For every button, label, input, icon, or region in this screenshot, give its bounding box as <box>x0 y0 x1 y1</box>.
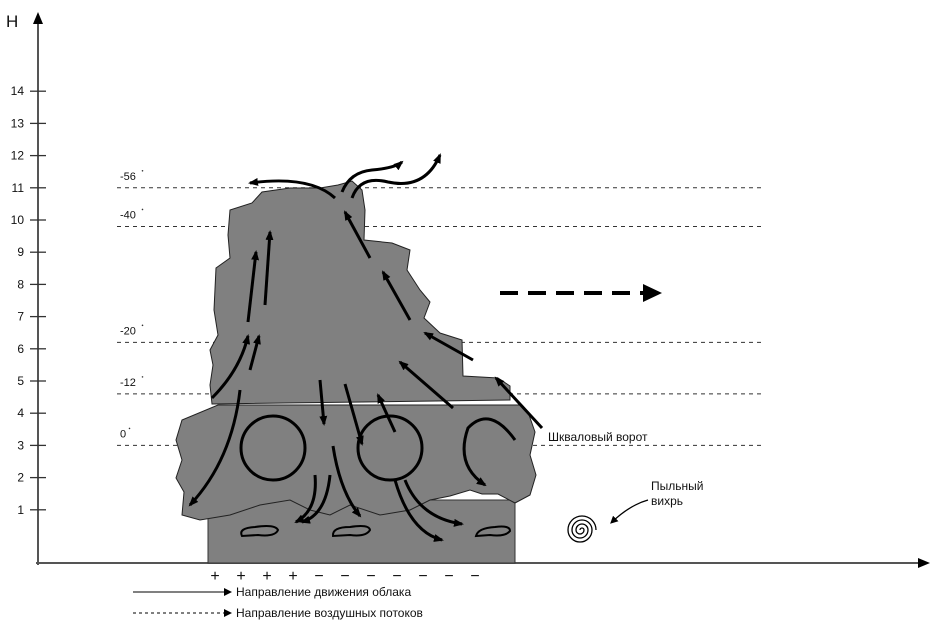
y-tick-label: 7 <box>17 310 24 324</box>
y-tick-label: 2 <box>17 471 24 485</box>
isotherm-label: -56 <box>120 171 136 183</box>
dust-devil-spiral-icon <box>567 515 597 543</box>
y-tick-label: 5 <box>17 374 24 388</box>
vortex-circle <box>239 414 307 482</box>
y-axis-label: H <box>6 12 18 31</box>
y-tick-label: 3 <box>17 438 24 452</box>
cloud-base-rain <box>207 499 516 564</box>
precipitation-blobs <box>240 525 512 538</box>
cloud-lower-body <box>175 404 537 521</box>
vortex-circle <box>356 414 424 482</box>
squall-label: Шкваловый ворот <box>548 430 648 444</box>
negative-charge: − <box>340 568 349 585</box>
y-tick-label: 8 <box>17 277 24 291</box>
legend-solid-label: Направление движения облака <box>236 585 411 599</box>
y-tick-label: 10 <box>11 213 25 227</box>
ground-charges: ++++−−−−−−− <box>210 568 479 585</box>
y-tick-label: 1 <box>17 503 24 517</box>
y-tick-label: 11 <box>12 181 25 195</box>
dust-devil-pointer <box>610 499 649 524</box>
negative-charge: − <box>314 568 323 585</box>
degree-mark <box>141 376 144 378</box>
negative-charge: − <box>366 568 375 585</box>
y-tick-label: 6 <box>17 342 24 356</box>
y-axis <box>33 12 43 565</box>
positive-charge: + <box>288 568 297 585</box>
negative-charge: − <box>470 568 479 585</box>
negative-charge: − <box>444 568 453 585</box>
dust-devil-label: вихрь <box>651 494 683 508</box>
y-tick-label: 9 <box>17 245 24 259</box>
dust-devil-label: Пыльный <box>651 479 703 493</box>
legend: Направление движения облака Направление … <box>133 585 423 620</box>
degree-mark <box>141 324 144 327</box>
cloud-upper-tower <box>209 180 511 405</box>
isotherm-label: -40 <box>120 209 136 221</box>
negative-charge: − <box>392 568 401 585</box>
degree-mark <box>141 170 144 172</box>
y-tick-label: 14 <box>11 84 25 98</box>
y-tick-label: 13 <box>11 116 25 130</box>
positive-charge: + <box>210 568 219 585</box>
isotherm-label: 0 <box>120 428 126 440</box>
positive-charge: + <box>236 568 245 585</box>
positive-charge: + <box>262 568 271 585</box>
isotherm-label: -12 <box>120 377 136 389</box>
cloud-movement-arrow <box>500 284 662 302</box>
legend-dashed-label: Направление воздушных потоков <box>236 606 423 620</box>
degree-mark <box>128 427 131 430</box>
degree-mark <box>141 208 144 211</box>
isotherm-label: -20 <box>120 325 136 337</box>
negative-charge: − <box>418 568 427 585</box>
y-tick-label: 4 <box>17 406 24 420</box>
airflow-arrows <box>188 153 544 542</box>
y-tick-label: 12 <box>11 149 25 163</box>
